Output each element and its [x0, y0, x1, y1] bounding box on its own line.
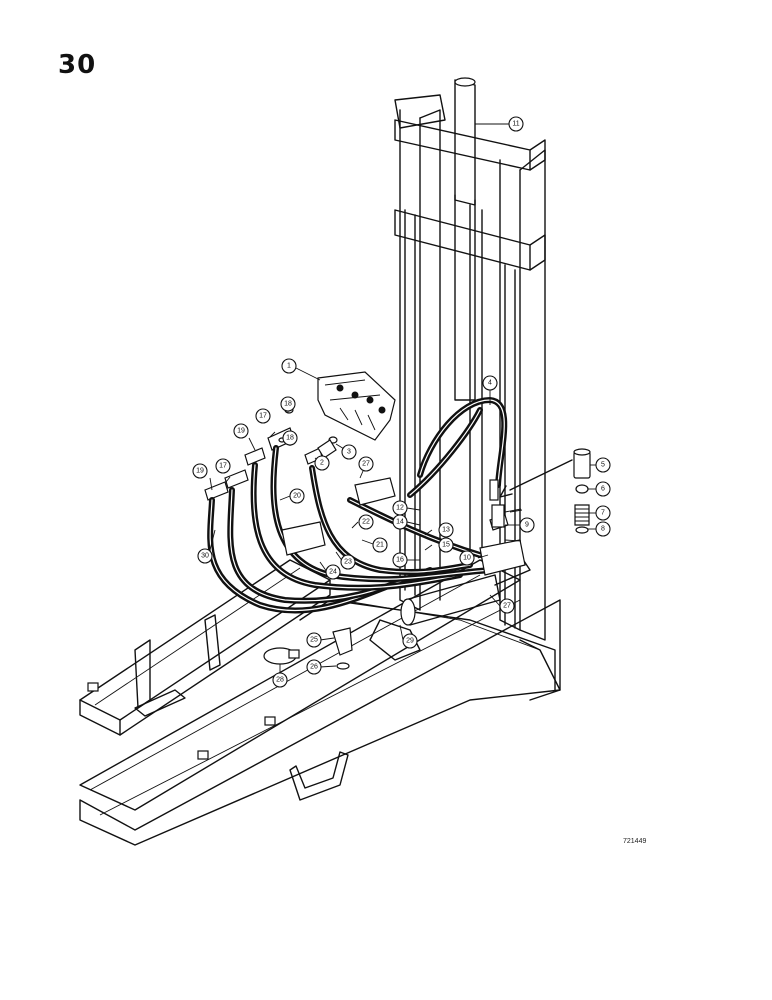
svg-text:7: 7: [601, 510, 605, 517]
svg-text:13: 13: [442, 527, 450, 534]
callout-17-b: 17: [215, 458, 231, 474]
callout-16: 16: [392, 552, 408, 568]
callout-26: 26: [306, 659, 322, 675]
page-number: 30: [58, 50, 97, 80]
svg-text:14: 14: [396, 519, 404, 526]
svg-text:1: 1: [287, 363, 291, 370]
hose-clamp: [263, 647, 300, 665]
callout-6: 6: [595, 481, 611, 497]
svg-text:3: 3: [347, 449, 351, 456]
callout-30: 30: [197, 548, 213, 564]
svg-text:12: 12: [396, 505, 404, 512]
callout-14: 14: [392, 514, 408, 530]
svg-text:10: 10: [463, 555, 471, 562]
svg-text:23: 23: [344, 559, 352, 566]
leader-lines: [209, 123, 596, 672]
callout-23: 23: [340, 554, 356, 570]
callout-25: 25: [306, 632, 322, 648]
svg-text:26: 26: [310, 664, 318, 671]
svg-text:27: 27: [503, 603, 511, 610]
callout-1: 1: [281, 358, 297, 374]
svg-text:29: 29: [406, 638, 414, 645]
callout-4: 4: [482, 375, 498, 391]
svg-text:19: 19: [196, 468, 204, 475]
callout-17-a: 17: [255, 408, 271, 424]
callout-22: 22: [358, 514, 374, 530]
callout-7: 7: [595, 505, 611, 521]
callout-28: 28: [272, 672, 288, 688]
callout-8: 8: [595, 521, 611, 537]
svg-text:21: 21: [376, 542, 384, 549]
svg-text:24: 24: [329, 569, 337, 576]
elbow-fitting: [332, 627, 353, 670]
svg-text:16: 16: [396, 557, 404, 564]
callout-29: 29: [402, 633, 418, 649]
callout-18-a: 18: [280, 396, 296, 412]
callout-11: 11: [508, 116, 524, 132]
callout-19-a: 19: [233, 423, 249, 439]
callout-10: 10: [459, 550, 475, 566]
svg-text:4: 4: [488, 380, 492, 387]
svg-text:17: 17: [259, 413, 267, 420]
tilt-cylinder: [400, 554, 531, 626]
callout-27-b: 27: [499, 598, 515, 614]
callout-15: 15: [438, 537, 454, 553]
svg-text:25: 25: [310, 637, 318, 644]
svg-text:15: 15: [442, 542, 450, 549]
control-valve: [317, 371, 396, 441]
callout-2: 2: [314, 455, 330, 471]
svg-text:9: 9: [525, 522, 529, 529]
svg-text:18: 18: [286, 435, 294, 442]
svg-text:17: 17: [219, 463, 227, 470]
svg-text:27: 27: [362, 461, 370, 468]
callout-21: 21: [372, 537, 388, 553]
valve-manifold: [281, 477, 526, 576]
callout-20: 20: [289, 488, 305, 504]
svg-text:11: 11: [512, 121, 519, 128]
callout-13: 13: [438, 522, 454, 538]
svg-text:19: 19: [237, 428, 245, 435]
callout-18-extra: [509, 509, 523, 513]
svg-text:8: 8: [601, 526, 605, 533]
svg-text:22: 22: [362, 519, 370, 526]
foot-pedals: [134, 614, 349, 801]
svg-text:28: 28: [276, 677, 284, 684]
relief-valve-parts: [499, 448, 591, 534]
callout-27-a: 27: [358, 456, 374, 472]
callout-9: 9: [519, 517, 535, 533]
svg-text:30: 30: [201, 553, 209, 560]
callout-18-b: 18: [282, 430, 298, 446]
svg-text:6: 6: [601, 486, 605, 493]
callout-19-b: 19: [192, 463, 208, 479]
callout-12: 12: [392, 500, 408, 516]
callout-24: 24: [325, 564, 341, 580]
svg-text:18: 18: [284, 401, 292, 408]
callout-3: 3: [341, 444, 357, 460]
svg-text:2: 2: [320, 460, 324, 467]
drawing-id: 721449: [623, 838, 647, 845]
svg-text:5: 5: [601, 462, 605, 469]
svg-text:20: 20: [293, 493, 301, 500]
callout-5: 5: [595, 457, 611, 473]
